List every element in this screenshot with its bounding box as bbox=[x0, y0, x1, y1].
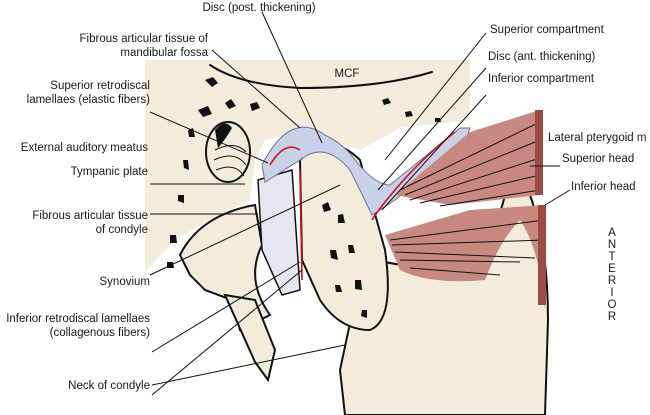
label-inf-retro-1: Inferior retrodiscal lamellaes bbox=[6, 313, 150, 325]
label-inferior-head: Inferior head bbox=[571, 181, 636, 193]
label-superior-compartment: Superior compartment bbox=[490, 24, 605, 36]
label-sup-retro-2: lamellaes (elastic fibers) bbox=[27, 94, 151, 106]
label-fibrous-condyle-1: Fibrous articular tissue bbox=[32, 210, 148, 222]
label-inferior-compartment: Inferior compartment bbox=[488, 73, 595, 85]
styloid-process bbox=[223, 293, 277, 383]
articular-disc bbox=[261, 126, 471, 216]
label-eam: External auditory meatus bbox=[21, 142, 148, 154]
anterior-letter: N bbox=[608, 239, 616, 251]
bone-trabeculae bbox=[167, 77, 441, 268]
temporal-bone bbox=[145, 60, 470, 272]
label-tympanic: Tympanic plate bbox=[71, 166, 148, 178]
label-disc-post: Disc (post. thickening) bbox=[202, 2, 315, 14]
retrodiscal-tissue bbox=[257, 169, 301, 296]
anterior-letter: T bbox=[608, 251, 615, 263]
label-synovium: Synovium bbox=[100, 276, 151, 288]
label-mcf: MCF bbox=[335, 68, 360, 80]
anterior-letter: E bbox=[608, 263, 616, 275]
muscle-fibers bbox=[389, 121, 546, 276]
muscle-edge bbox=[535, 110, 543, 195]
meatus-rings bbox=[213, 145, 247, 177]
synovium-lining bbox=[269, 131, 456, 281]
inferior-head-muscle bbox=[385, 205, 545, 310]
anterior-letter: R bbox=[608, 311, 616, 323]
leader-lines bbox=[149, 11, 571, 396]
anterior-letter: I bbox=[610, 287, 613, 299]
muscle-edge-inferior bbox=[538, 205, 546, 305]
anterior-label: A N T E R I O R bbox=[608, 227, 617, 323]
anterior-letter: A bbox=[608, 227, 616, 239]
anterior-letter: O bbox=[608, 299, 617, 311]
label-disc-ant: Disc (ant. thickening) bbox=[488, 51, 596, 63]
label-superior-head: Superior head bbox=[562, 153, 634, 165]
mcf-outline bbox=[209, 64, 433, 90]
label-lateral-pterygoid: Lateral pterygoid m bbox=[548, 132, 646, 144]
label-inf-retro-2: (collagenous fibers) bbox=[50, 327, 151, 339]
condyle-trabeculae bbox=[322, 202, 367, 318]
label-fibrous-fossa-2: mandibular fossa bbox=[120, 47, 208, 59]
anterior-letter: R bbox=[608, 275, 616, 287]
label-fibrous-condyle-2: of condyle bbox=[96, 224, 148, 236]
label-sup-retro-1: Superior retrodiscal bbox=[50, 80, 150, 92]
condyle bbox=[298, 144, 389, 332]
label-fibrous-fossa-1: Fibrous articular tissue of bbox=[80, 33, 209, 45]
label-neck: Neck of condyle bbox=[68, 380, 150, 392]
